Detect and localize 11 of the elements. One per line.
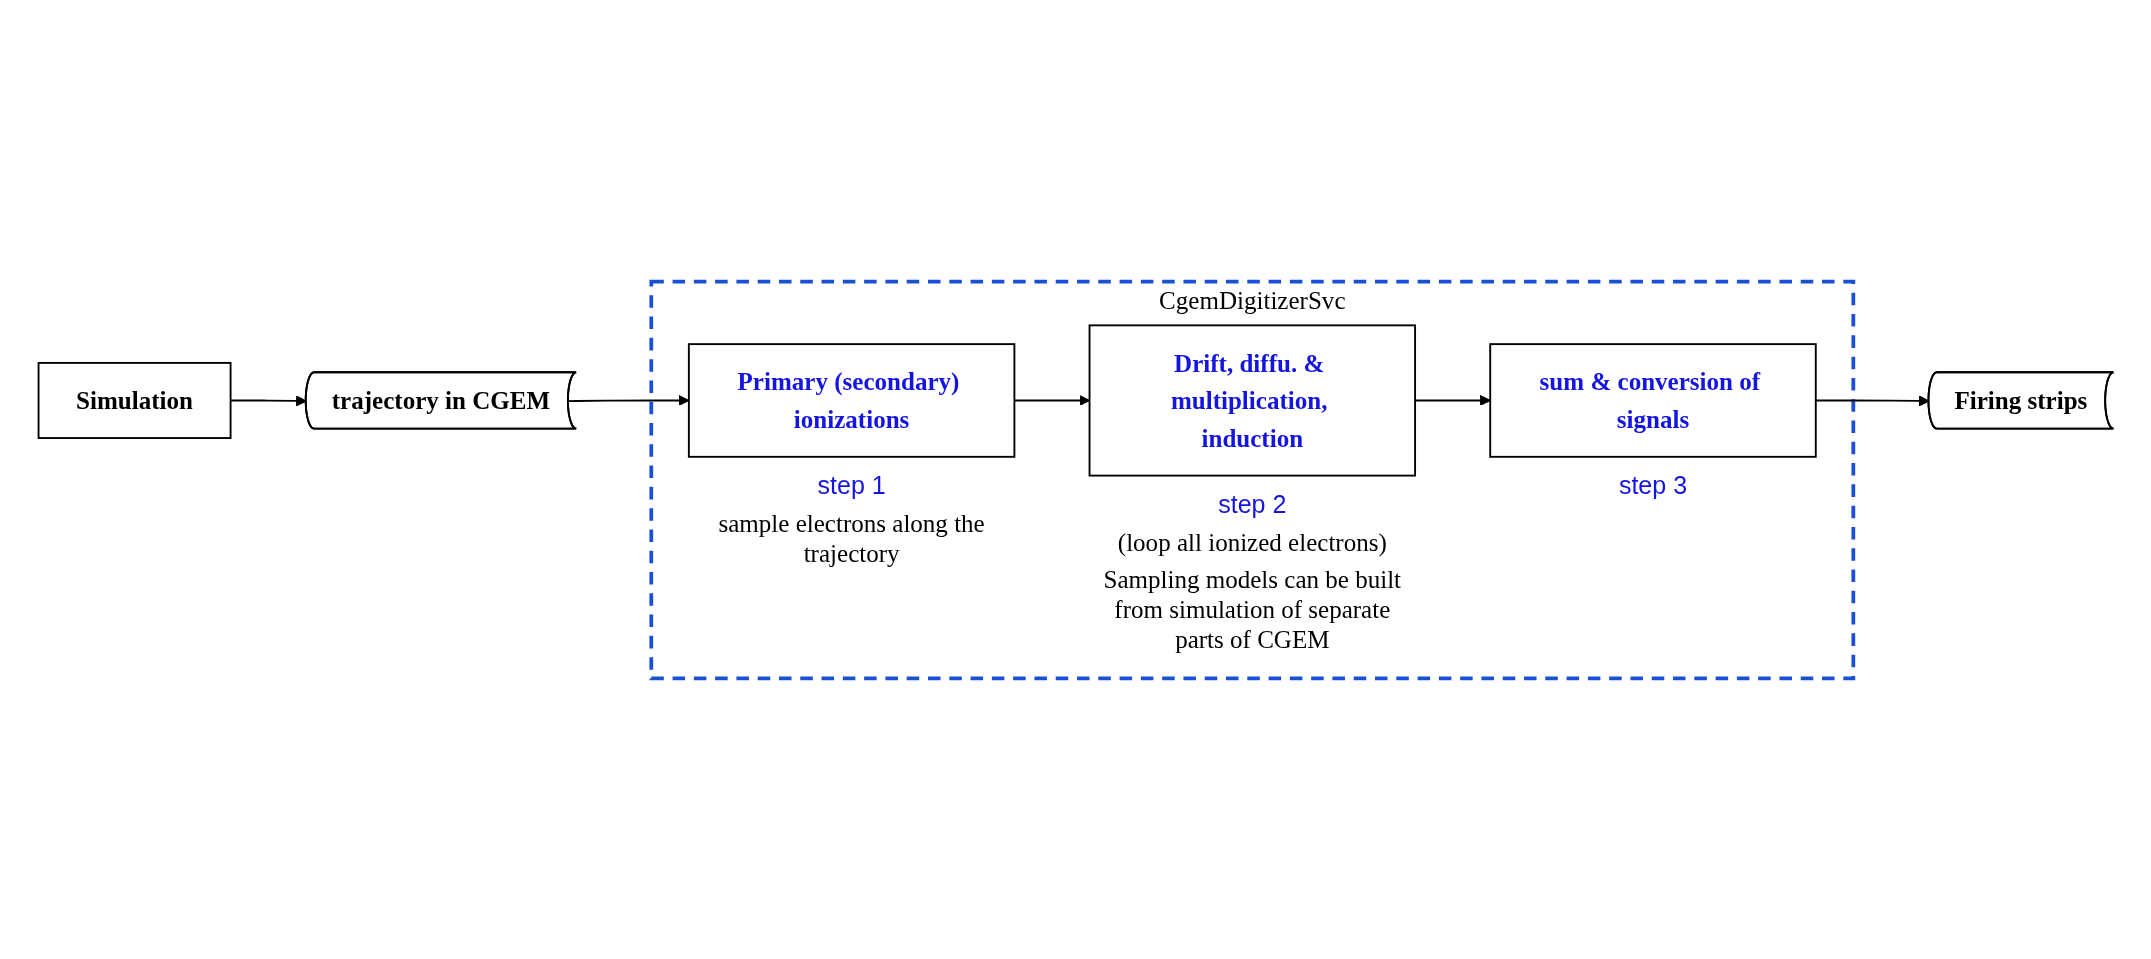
step-label: step 2 bbox=[1217, 489, 1286, 518]
note-text: Sampling models can be built from simulation of separate parts of CGEM bbox=[1103, 565, 1401, 653]
node-box: sum & conversion of signals bbox=[1488, 342, 1817, 458]
node-box: Simulation bbox=[37, 361, 232, 439]
note-text: (loop all ionized electrons) bbox=[1117, 528, 1387, 556]
node-box: Primary (secondary) ionizations bbox=[687, 342, 1015, 458]
step-label: step 3 bbox=[1618, 470, 1687, 499]
arrow bbox=[567, 394, 689, 406]
step-label: step 1 bbox=[817, 470, 886, 499]
note-text: sample electrons along the trajectory bbox=[718, 509, 985, 567]
node-box: Drift, diffu. & multiplication, induction bbox=[1088, 323, 1416, 477]
